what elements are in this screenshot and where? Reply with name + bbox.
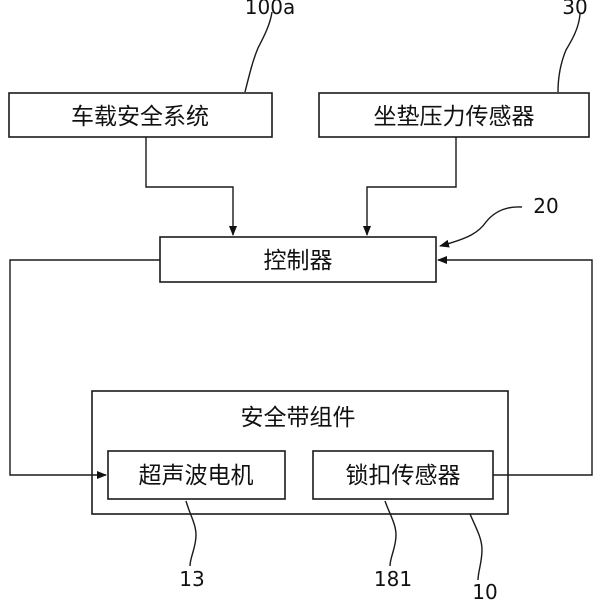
ref-181: 181 bbox=[374, 567, 412, 591]
leader-30 bbox=[557, 13, 581, 93]
buckle-sensor-block: 锁扣传感器 bbox=[312, 450, 494, 500]
ref-100a: 100a bbox=[245, 0, 295, 19]
seat-pressure-sensor-label: 坐垫压力传感器 bbox=[374, 104, 535, 130]
buckle-sensor-label: 锁扣传感器 bbox=[346, 463, 461, 489]
leader-20 bbox=[439, 206, 523, 248]
vehicle-system-to-controller-arrow bbox=[145, 137, 237, 236]
vehicle-safety-system-block: 车载安全系统 bbox=[8, 92, 273, 138]
controller-label: 控制器 bbox=[264, 248, 333, 274]
leader-100a bbox=[244, 11, 273, 93]
controller-to-motor-arrow bbox=[9, 259, 160, 479]
ultrasonic-motor-label: 超声波电机 bbox=[139, 463, 254, 489]
ultrasonic-motor-block: 超声波电机 bbox=[107, 450, 286, 500]
ref-10: 10 bbox=[472, 580, 497, 600]
ref-30: 30 bbox=[562, 0, 587, 19]
buckle-sensor-to-controller-arrow bbox=[437, 256, 593, 476]
pressure-sensor-to-controller-arrow bbox=[363, 137, 457, 236]
ref-20: 20 bbox=[533, 194, 558, 218]
seat-pressure-sensor-block: 坐垫压力传感器 bbox=[318, 92, 590, 138]
controller-block: 控制器 bbox=[159, 236, 437, 283]
vehicle-safety-system-label: 车载安全系统 bbox=[71, 104, 209, 130]
seatbelt-assembly-label: 安全带组件 bbox=[241, 405, 356, 431]
ref-13: 13 bbox=[179, 567, 204, 591]
leader-10 bbox=[469, 513, 483, 581]
leader-13 bbox=[185, 500, 197, 567]
leader-181 bbox=[384, 500, 397, 567]
